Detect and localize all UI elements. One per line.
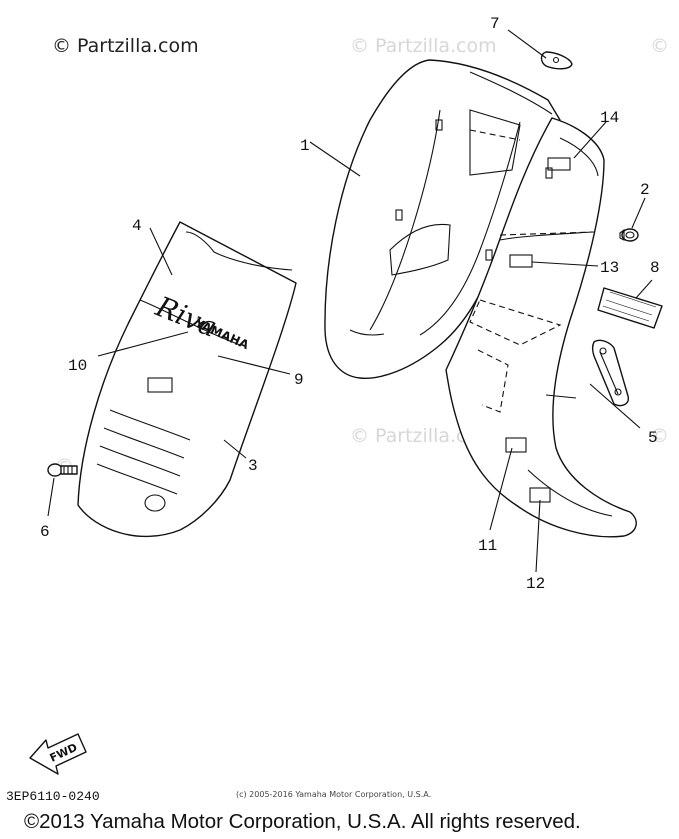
bracket-part-5 [591, 339, 629, 407]
small-copyright: (c) 2005-2016 Yamaha Motor Corporation, … [236, 790, 432, 799]
diagram-code: 3EP6110-0240 [6, 789, 100, 804]
label-14 [547, 157, 571, 171]
callout-11: 11 [478, 537, 497, 555]
front-cover-part-3 [77, 221, 297, 538]
strip-part-8 [597, 287, 663, 329]
callout-8: 8 [650, 259, 660, 277]
badge-rect [147, 377, 173, 393]
watermark-edge-top: © [650, 35, 669, 57]
callout-10: 10 [68, 357, 87, 375]
callout-12: 12 [526, 575, 545, 593]
plate-part-7 [540, 51, 573, 70]
callout-3: 3 [248, 457, 258, 475]
callout-13: 13 [600, 259, 619, 277]
fwd-arrow: FWD [29, 733, 87, 775]
callout-4: 4 [132, 217, 142, 235]
callout-2: 2 [640, 181, 650, 199]
clip-part-2 [619, 228, 639, 242]
callout-9: 9 [294, 371, 304, 389]
screw-part-6 [47, 463, 78, 477]
leader-lines [47, 29, 653, 573]
callout-7: 7 [490, 15, 500, 33]
watermark-edge-mid: © [650, 425, 669, 447]
callout-6: 6 [40, 523, 50, 541]
callout-14: 14 [600, 109, 619, 127]
watermark-main: © Partzilla.com [52, 35, 199, 57]
callout-1: 1 [300, 137, 310, 155]
callout-5: 5 [648, 429, 658, 447]
watermark-top-right: © Partzilla.com [350, 35, 497, 57]
label-11 [505, 437, 527, 453]
footer-copyright: ©2013 Yamaha Motor Corporation, U.S.A. A… [24, 810, 581, 833]
label-13 [509, 254, 533, 268]
